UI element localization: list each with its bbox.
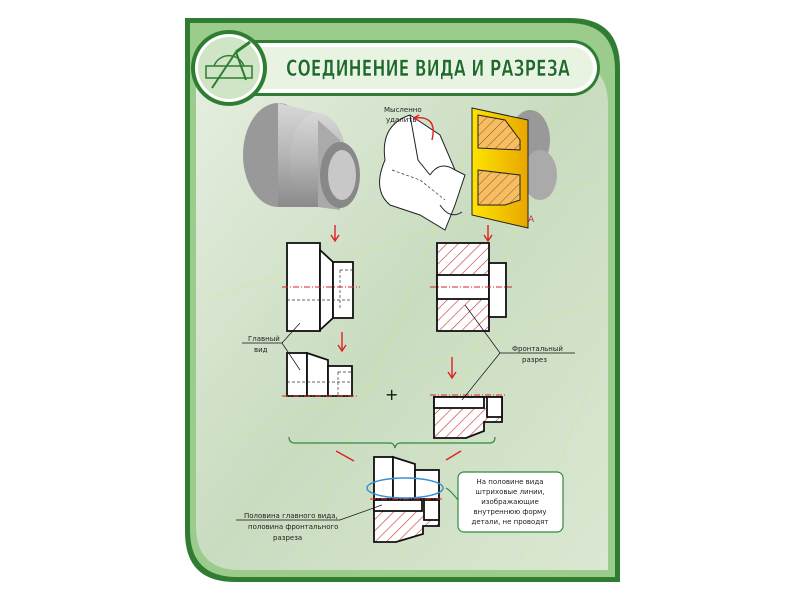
red-arrows [330, 225, 493, 462]
note-line2: штриховые линии, [475, 488, 544, 496]
leader-lines [236, 304, 575, 521]
half-main-view-drawing [282, 351, 358, 397]
combined-view-section-drawing [366, 455, 444, 543]
half-label-line1: Половина главного вида, [244, 512, 338, 520]
note-callout: На половине вида штриховые линии, изобра… [457, 471, 564, 533]
note-arrow [445, 487, 459, 501]
frontal-label-line1: Фронтальный [512, 345, 563, 353]
curved-arrow-icon [413, 116, 434, 141]
note-line4: внутреннюю форму [474, 508, 547, 516]
part-3d-cut-wireframe [379, 114, 466, 231]
main-view-label-line1: Главный [248, 335, 280, 343]
half-label-line2: половина фронтального [248, 523, 338, 531]
section-plane-label: А [528, 215, 535, 225]
half-section-drawing [430, 394, 506, 439]
remove-label-line1: Мысленно [384, 106, 422, 114]
note-line3: изображающие [481, 498, 539, 506]
part-3d-solid [243, 103, 360, 210]
remove-label-line2: удалить [386, 116, 417, 124]
drafting-compass-logo [191, 30, 267, 106]
frontal-section-drawing [430, 242, 512, 332]
main-view-drawing [282, 242, 360, 333]
highlight-ellipse [366, 477, 444, 499]
brace [288, 436, 496, 449]
frontal-label-line2: разрез [522, 356, 547, 364]
page-title: СОЕДИНЕНИЕ ВИДА И РАЗРЕЗА [286, 57, 570, 82]
half-label-line3: разреза [273, 534, 302, 542]
note-line5: детали, не проводят [472, 518, 549, 526]
part-3d-section: А [471, 107, 557, 229]
note-line1: На половине вида [477, 478, 544, 486]
main-view-label-line2: вид [254, 346, 268, 354]
plus-sign: + [385, 385, 398, 404]
